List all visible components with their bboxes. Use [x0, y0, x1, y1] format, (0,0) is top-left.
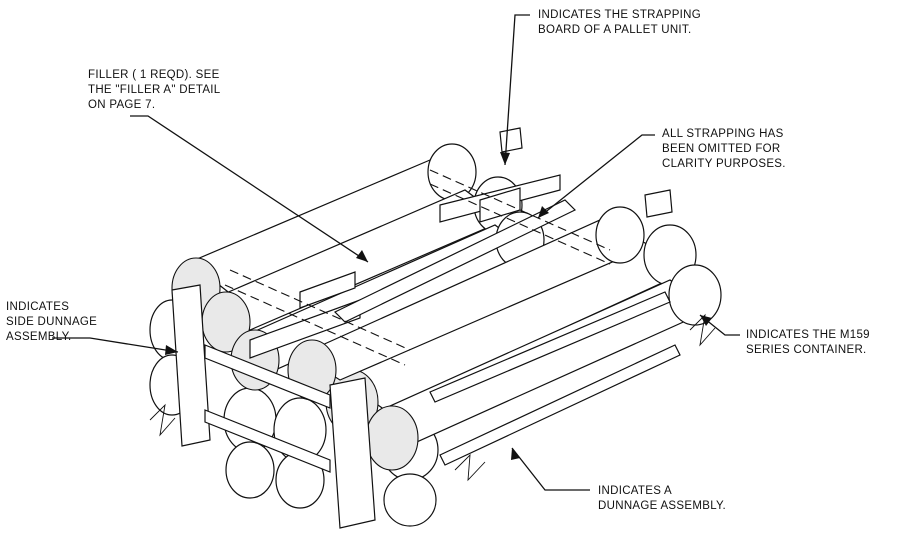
- callout-line: BEEN OMITTED FOR: [662, 143, 781, 155]
- strapping-board-callout: INDICATES THE STRAPPING BOARD OF A PALLE…: [538, 8, 701, 38]
- callout-line: FILLER ( 1 REQD). SEE: [88, 69, 220, 81]
- break-lines: [149, 313, 716, 482]
- leader-lines: [52, 14, 740, 491]
- dashed-strap-lines: [224, 169, 611, 366]
- arrow-heads: [165, 152, 712, 460]
- callout-line: INDICATES A: [598, 485, 673, 497]
- callout-line: ON PAGE 7.: [88, 99, 156, 111]
- callout-line: SIDE DUNNAGE: [6, 316, 98, 328]
- filler-boards: [333, 199, 681, 466]
- strapping-boards: [249, 174, 561, 359]
- callout-line: THE "FILLER A" DETAIL: [88, 84, 221, 96]
- callout-line: BOARD OF A PALLET UNIT.: [538, 24, 692, 36]
- callout-line: DUNNAGE ASSEMBLY.: [598, 500, 727, 512]
- callout-line: CLARITY PURPOSES.: [662, 158, 786, 170]
- side-dunnage-callout: INDICATES SIDE DUNNAGE ASSEMBLY.: [6, 300, 97, 345]
- callout-line: INDICATES THE STRAPPING: [538, 9, 702, 21]
- callout-line: INDICATES THE M159: [746, 329, 870, 341]
- callout-line: ALL STRAPPING HAS: [662, 128, 784, 140]
- callout-line: INDICATES: [6, 301, 70, 313]
- dunnage-assembly-callout: INDICATES A DUNNAGE ASSEMBLY.: [598, 484, 726, 514]
- callout-line: ASSEMBLY.: [6, 331, 72, 343]
- callout-line: SERIES CONTAINER.: [746, 344, 867, 356]
- strapping-omitted-callout: ALL STRAPPING HAS BEEN OMITTED FOR CLARI…: [662, 127, 786, 172]
- side-dunnage-posts: [171, 127, 673, 529]
- container-callout: INDICATES THE M159 SERIES CONTAINER.: [746, 328, 870, 358]
- filler-callout: FILLER ( 1 REQD). SEE THE "FILLER A" DET…: [88, 68, 220, 113]
